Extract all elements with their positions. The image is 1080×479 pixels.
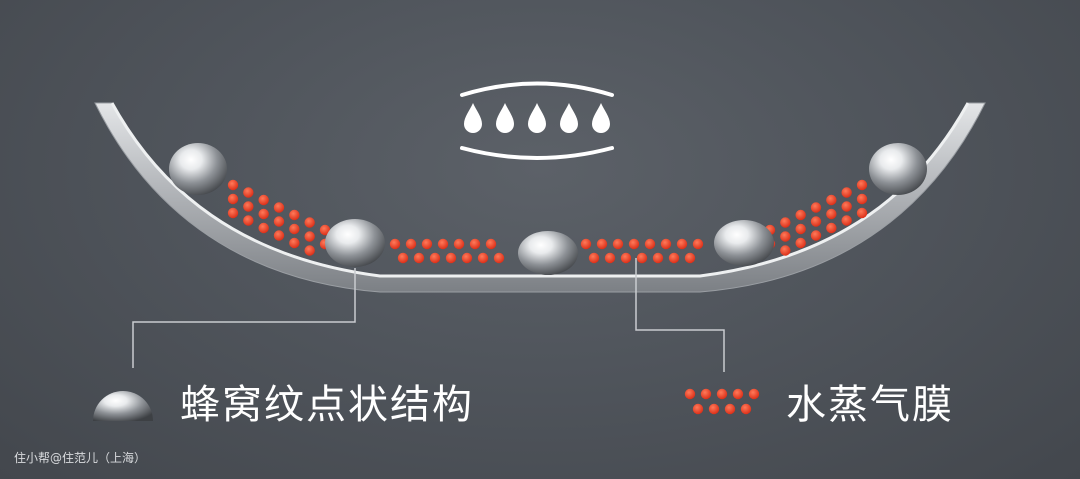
steam-dot (588, 252, 600, 264)
steam-top-arc (460, 81, 614, 97)
steam-dot (243, 201, 254, 212)
steam-dot (724, 403, 736, 415)
steam-dot (732, 388, 744, 400)
steam-dot (660, 238, 672, 250)
steam-dot (780, 245, 791, 256)
steam-dot (258, 194, 269, 206)
honeycomb-dome-icon (518, 231, 578, 275)
steam-dot (227, 179, 239, 191)
steam-dot (620, 252, 632, 264)
steam-dot (243, 187, 254, 198)
legend-label-honeycomb: 蜂窝纹点状结构 (180, 382, 474, 428)
steam-dot (780, 231, 791, 242)
honeycomb-dome-icon (325, 219, 385, 267)
steam-dot (227, 193, 239, 205)
watermark: 住小帮@住范儿（上海） (14, 451, 147, 465)
water-drop-icon (560, 103, 578, 133)
steam-dot (795, 209, 806, 221)
steam-dot (493, 252, 505, 264)
honeycomb-domes (169, 143, 927, 275)
steam-dot (258, 222, 269, 234)
steam-dot (810, 230, 822, 241)
steam-dot (469, 238, 481, 250)
steam-dot (421, 238, 433, 250)
steam-dot (429, 252, 441, 264)
steam-dot (748, 388, 760, 400)
water-drop-icon (464, 103, 482, 133)
steam-dot (780, 217, 791, 228)
steam-dot (273, 230, 285, 241)
steam-dot (405, 238, 417, 250)
steam-dot (700, 388, 712, 400)
steam-dot (304, 217, 315, 228)
steam-dot (243, 215, 254, 226)
steam-bottom-arc (460, 146, 614, 160)
steam-dot (413, 252, 425, 264)
steam-dot (684, 388, 696, 400)
steam-dot (227, 207, 239, 219)
steam-dot (652, 252, 664, 264)
legend-label-steam: 水蒸气膜 (786, 382, 954, 428)
steam-dot (437, 238, 449, 250)
steam-film-dots (227, 179, 868, 264)
steam-dot (668, 252, 680, 264)
steam-dot (826, 208, 837, 220)
steam-dot (716, 388, 728, 400)
steam-dot (826, 194, 837, 206)
honeycomb-dome-icon (714, 220, 774, 266)
steam-dot (684, 252, 696, 264)
steam-dot (826, 222, 837, 234)
water-drop-icon (592, 103, 610, 133)
steam-dot (708, 403, 720, 415)
steam-dot (841, 215, 852, 226)
steam-dot (692, 403, 704, 415)
water-drop-icon (496, 103, 514, 133)
steam-dot (580, 238, 592, 250)
steam-dot (636, 252, 648, 264)
steam-dot (841, 187, 852, 198)
steam-dot (810, 216, 822, 227)
honeycomb-dome-icon (93, 391, 153, 421)
steam-dot (289, 223, 300, 235)
leader-line-honeycomb (132, 268, 356, 368)
steam-dot (477, 252, 489, 264)
steam-dot (795, 237, 806, 249)
steam-dot (453, 238, 465, 250)
steam-dot (485, 238, 497, 250)
steam-dot (795, 223, 806, 235)
steam-dot (273, 202, 285, 213)
steam-dot (389, 238, 401, 250)
steam-dot (612, 238, 624, 250)
steam-dot (856, 193, 868, 205)
steam-dot (461, 252, 473, 264)
steam-dot (692, 238, 704, 250)
leader-line-steam (635, 258, 725, 372)
steam-dot (856, 179, 868, 191)
steam-dot (397, 252, 409, 264)
steam-dot (740, 403, 752, 415)
steam-dot (644, 238, 656, 250)
honeycomb-dome-icon (169, 143, 227, 195)
steam-dot (676, 238, 688, 250)
steam-dot (304, 245, 315, 256)
steam-dot (445, 252, 457, 264)
steam-dot (856, 207, 868, 219)
steam-dot (841, 201, 852, 212)
steam-dot (258, 208, 269, 220)
steam-dot (604, 252, 616, 264)
steam-dot (628, 238, 640, 250)
steam-dot (304, 231, 315, 242)
steam-dot (273, 216, 285, 227)
steam-dot (319, 224, 331, 236)
steam-dot-legend-icon (684, 388, 760, 415)
steam-dot (289, 237, 300, 249)
steam-dot (810, 202, 822, 213)
honeycomb-dome-icon (869, 143, 927, 195)
steam-icon (460, 81, 614, 160)
water-drop-icon (528, 103, 546, 133)
steam-dot (596, 238, 608, 250)
steam-dot (289, 209, 300, 221)
